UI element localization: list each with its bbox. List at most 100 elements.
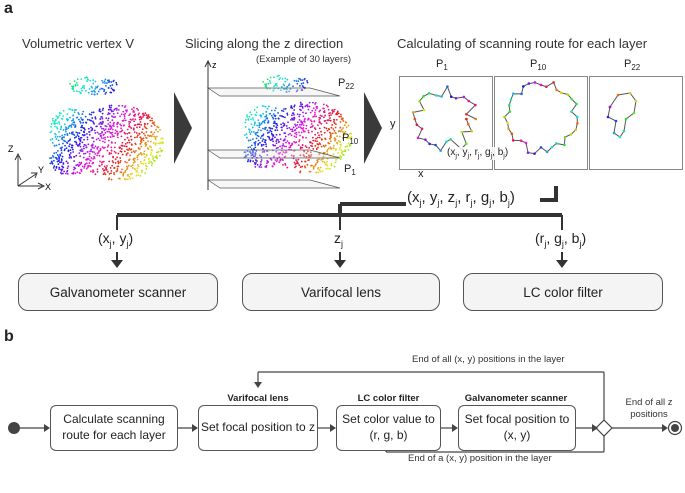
bunny-point [91, 151, 94, 153]
bunny-point [62, 166, 65, 169]
bunny-point [88, 162, 91, 164]
bunny-point [327, 127, 330, 130]
bunny-point [120, 135, 123, 138]
bunny-point [274, 144, 277, 147]
bunny-point [88, 119, 91, 121]
bunny-point [312, 115, 314, 118]
bunny-point [60, 171, 62, 174]
bunny-point [256, 124, 258, 127]
bunny-point [131, 108, 133, 111]
bunny-point [123, 115, 126, 118]
bunny-point [110, 146, 113, 149]
bunny-point [102, 173, 105, 176]
bunny-point [138, 132, 141, 135]
bunny-point [108, 104, 111, 107]
bunny-point [344, 150, 347, 153]
bunny-point [298, 139, 301, 141]
route-point [566, 93, 570, 96]
bunny-point [62, 109, 65, 112]
bunny-point [274, 159, 277, 161]
bunny-point [279, 77, 281, 79]
bunny-point [141, 171, 143, 173]
bunny-point [82, 127, 85, 129]
bunny-point [153, 135, 155, 138]
bunny-point [267, 82, 270, 85]
bunny-point [58, 121, 60, 123]
bunny-point [308, 101, 311, 104]
bunny-point [69, 152, 72, 154]
bunny-point [293, 105, 296, 108]
bunny-point [325, 163, 327, 166]
bunny-point [70, 126, 73, 128]
bunny-point [73, 109, 76, 112]
bunny-point [317, 158, 320, 161]
bunny-point [264, 128, 266, 131]
bunny-point [105, 169, 108, 171]
route-point [440, 95, 443, 98]
bunny-point [247, 118, 250, 120]
bunny-point [136, 158, 139, 161]
bunny-point [323, 116, 325, 119]
bunny-point [340, 149, 343, 152]
bunny-point [107, 178, 110, 181]
sliced-bunny: z [204, 59, 353, 190]
bunny-point [154, 136, 157, 139]
bunny-point [82, 130, 85, 133]
bunny-point [250, 131, 253, 133]
bunny-point [104, 136, 106, 139]
bunny-point [123, 145, 126, 148]
bunny-point [85, 90, 87, 92]
bunny-point [302, 124, 305, 127]
bunny-point [332, 110, 335, 113]
bunny-point [317, 167, 319, 170]
bunny-point [327, 147, 330, 150]
bunny-point [94, 132, 97, 134]
bunny-point [131, 164, 134, 167]
bunny-point [98, 123, 101, 125]
bunny-point [309, 151, 312, 153]
bunny-point [112, 135, 114, 138]
bunny-point [327, 108, 330, 111]
bunny-point [151, 119, 154, 122]
route-point [522, 85, 525, 88]
bunny-point [125, 154, 128, 156]
bunny-point [99, 88, 101, 91]
bunny-point [260, 122, 263, 125]
bunny-point [157, 142, 160, 145]
bunny-point [119, 146, 122, 149]
bunny-point [67, 140, 70, 142]
bunny-point [137, 165, 140, 168]
bunny-point [153, 131, 156, 134]
bunny-point [92, 121, 95, 124]
bunny-point [144, 134, 146, 137]
bunny-point [332, 153, 335, 156]
bunny-point [329, 140, 332, 143]
bunny-point [107, 128, 110, 131]
bunny-point [301, 127, 303, 130]
bunny-point [53, 152, 56, 155]
bunny-point [95, 138, 98, 141]
step-head-varifocal: Varifocal lens [227, 393, 289, 404]
bunny-point [141, 128, 144, 131]
step-set-focal-xy: Set focal position to (x, y) [458, 405, 576, 451]
bunny-point [92, 161, 95, 164]
bunny-point [110, 106, 112, 109]
bunny-point [265, 115, 268, 118]
route-point [550, 145, 554, 149]
bunny-point [57, 139, 60, 142]
bunny-point [145, 168, 148, 170]
bunny-point [80, 78, 83, 81]
bunny-point [336, 135, 339, 138]
bunny-point [151, 162, 154, 165]
route-point [576, 115, 579, 119]
bunny-point [152, 156, 155, 159]
bunny-point [316, 136, 319, 139]
bunny-point [78, 161, 81, 164]
bunny-point [319, 114, 322, 117]
route-point [575, 102, 578, 106]
bunny-point [100, 116, 103, 118]
bunny-point [312, 148, 315, 150]
bunny-point [297, 162, 299, 165]
bunny-point [68, 154, 71, 157]
bunny-point [74, 83, 77, 86]
